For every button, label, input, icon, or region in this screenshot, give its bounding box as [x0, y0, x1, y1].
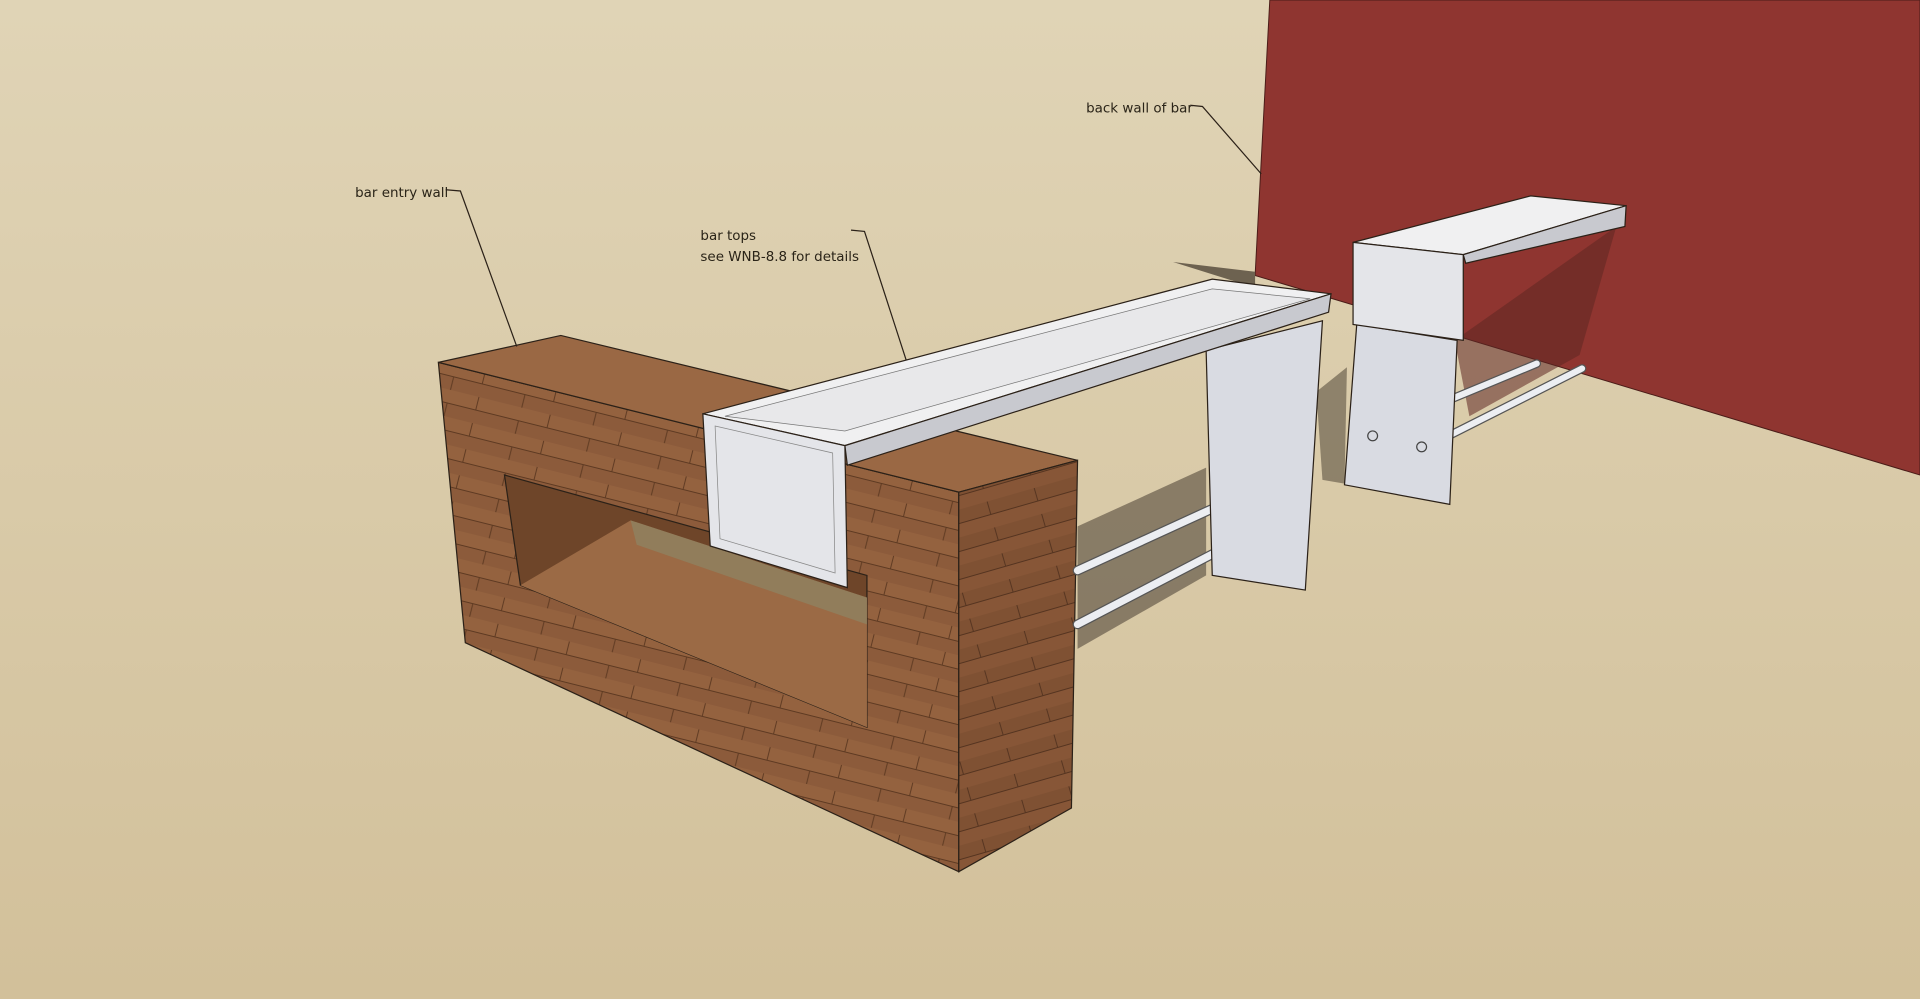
leader-line: [850, 229, 907, 361]
bar-top-2[interactable]: [1343, 195, 1627, 506]
annotation-back-wall: back wall of bar: [1086, 102, 1262, 175]
label-bar-tops: bar tops: [700, 229, 756, 244]
bolt-hole: [1367, 430, 1379, 442]
label-back-wall: back wall of bar: [1086, 102, 1193, 117]
shadow-bar-top-2: [1454, 226, 1617, 417]
bar-top-1[interactable]: [702, 278, 1332, 591]
bar-top-1-edge: [844, 292, 1332, 467]
leader-line: [445, 189, 518, 347]
label-entry-wall: bar entry wall: [355, 186, 448, 201]
bolt-hole: [1416, 441, 1428, 453]
footrest-rods-2: [1446, 359, 1587, 439]
back-wall-of-bar[interactable]: [1254, 0, 1920, 476]
leader-line: [1190, 104, 1262, 175]
entry-wall-side-face: [958, 459, 1079, 873]
bar-top-2-edge: [1462, 204, 1627, 264]
bar-top-2-end: [1352, 241, 1464, 342]
annotation-entry-wall: bar entry wall: [355, 186, 518, 347]
label-bar-tops-details: see WNB-8.8 for details: [700, 250, 859, 265]
shadow-leg-2: [1316, 367, 1347, 484]
bar-top-2-leg: [1343, 323, 1458, 506]
bar-top-1-leg: [1205, 319, 1324, 591]
entry-wall-opening-shade: [630, 520, 867, 625]
bar-top-1-end-inset: [714, 425, 836, 574]
bar-top-1-inner: [724, 288, 1311, 432]
annotation-bar-tops: bar tops see WNB-8.8 for details: [700, 229, 907, 361]
